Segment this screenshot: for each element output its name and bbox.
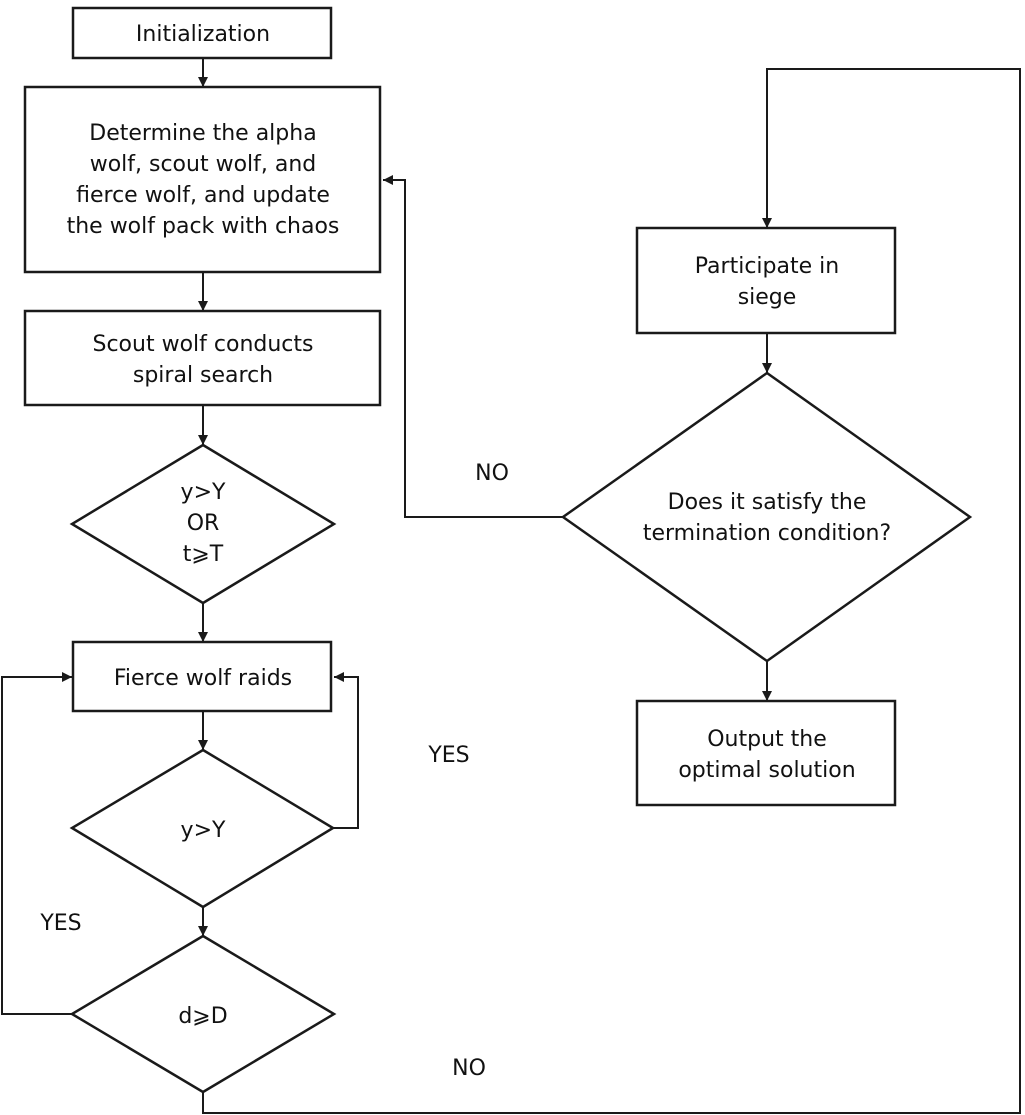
determine-line-4: the wolf pack with chaos: [67, 214, 340, 239]
fierce-raids-label: Fierce wolf raids: [114, 666, 292, 691]
determine-line-3: fierce wolf, and update: [76, 183, 330, 208]
output-line-1: Output the: [707, 727, 827, 752]
fierce-decision-label: y>Y: [181, 818, 226, 843]
determine-wolves-box: Determine the alpha wolf, scout wolf, an…: [23, 85, 382, 274]
scout-decision-line-1: y>Y: [181, 480, 226, 505]
arrow-fierce-yes-loop: [333, 672, 359, 829]
output-box: Output the optimal solution: [635, 699, 897, 807]
determine-line-1: Determine the alpha: [89, 121, 316, 146]
distance-yes-label: YES: [39, 911, 81, 936]
scout-search-line-2: spiral search: [133, 363, 273, 388]
fierce-raids-box: Fierce wolf raids: [71, 640, 333, 713]
participate-siege-box: Participate in siege: [635, 226, 897, 335]
termination-line-1: Does it satisfy the: [668, 490, 867, 515]
fierce-decision-diamond: y>Y: [69, 748, 336, 909]
initialization-label: Initialization: [136, 22, 270, 47]
scout-search-box: Scout wolf conducts spiral search: [23, 309, 382, 407]
scout-search-line-1: Scout wolf conducts: [93, 332, 314, 357]
scout-decision-diamond: y>Y OR t⩾T: [69, 443, 337, 605]
scout-decision-line-2: OR: [187, 511, 220, 536]
output-line-2: optimal solution: [678, 758, 855, 783]
initialization-box: Initialization: [71, 6, 333, 60]
arrow-distance-no-path: [202, 68, 1021, 1114]
distance-no-label: NO: [452, 1056, 486, 1081]
distance-decision-diamond: d⩾D: [69, 934, 337, 1094]
distance-decision-label: d⩾D: [178, 1004, 227, 1029]
participate-siege-line-2: siege: [738, 285, 797, 310]
scout-decision-line-3: t⩾T: [183, 542, 224, 567]
termination-decision-diamond: Does it satisfy the termination conditio…: [560, 371, 973, 663]
determine-line-2: wolf, scout wolf, and: [90, 152, 317, 177]
participate-siege-line-1: Participate in: [695, 254, 839, 279]
termination-line-2: termination condition?: [643, 521, 891, 546]
termination-no-label: NO: [475, 461, 509, 486]
connectors: [1, 58, 1021, 1114]
arrow-termination-no-loop: [383, 175, 563, 518]
fierce-yes-label: YES: [427, 743, 469, 768]
arrow-distance-yes-loop: [1, 672, 72, 1015]
